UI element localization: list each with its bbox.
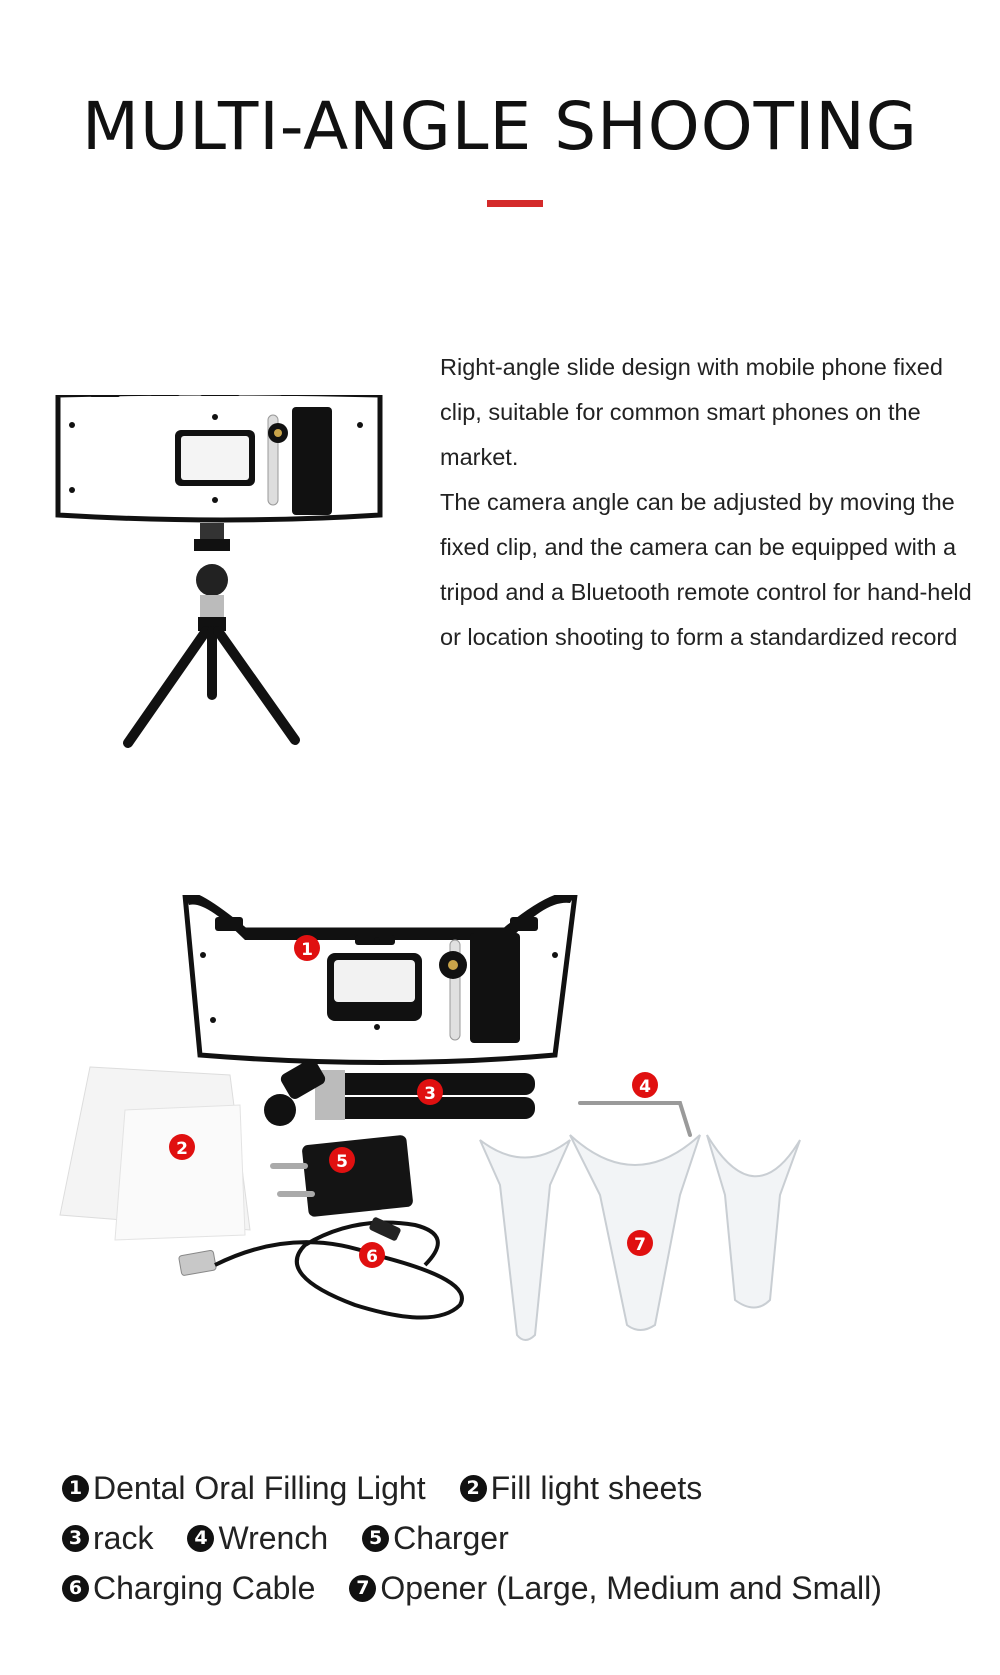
legend-item-3: 3 rack <box>62 1513 153 1563</box>
legend-number-3: 3 <box>62 1524 89 1552</box>
marker-6: 6 <box>366 1247 378 1267</box>
legend-number-7: 7 <box>349 1574 377 1602</box>
contents-legend: 1 Dental Oral Filling Light 2 Fill light… <box>62 1463 962 1613</box>
legend-item-7: 7 Opener (Large, Medium and Small) <box>349 1563 882 1613</box>
description-paragraph-2: The camera angle can be adjusted by movi… <box>440 489 972 650</box>
legend-number-5: 5 <box>362 1524 390 1552</box>
legend-row-2: 3 rack 4 Wrench 5 Charger <box>62 1513 962 1563</box>
legend-item-2: 2 Fill light sheets <box>459 1463 703 1513</box>
marker-2: 2 <box>176 1139 188 1159</box>
marker-3: 3 <box>424 1084 436 1104</box>
legend-number-6: 6 <box>62 1574 89 1602</box>
legend-number-4: 4 <box>187 1524 215 1552</box>
legend-label-3: rack <box>93 1520 154 1556</box>
legend-label-5: Charger <box>393 1520 509 1556</box>
legend-number-1: 1 <box>62 1474 89 1502</box>
legend-row-1: 1 Dental Oral Filling Light 2 Fill light… <box>62 1463 962 1513</box>
legend-label-1: Dental Oral Filling Light <box>93 1470 426 1506</box>
legend-item-4: 4 Wrench <box>187 1513 328 1563</box>
legend-item-1: 1 Dental Oral Filling Light <box>62 1463 426 1513</box>
page-title: MULTI-ANGLE SHOOTING <box>82 88 918 165</box>
legend-label-4: Wrench <box>218 1520 329 1556</box>
light-on-tripod-image <box>55 395 383 748</box>
marker-7: 7 <box>634 1235 646 1255</box>
legend-number-2: 2 <box>459 1474 487 1502</box>
marker-4: 4 <box>639 1077 651 1097</box>
marker-5: 5 <box>336 1152 348 1172</box>
package-contents-image: 1 2 3 4 5 6 7 <box>59 895 801 1341</box>
legend-label-6: Charging Cable <box>93 1570 316 1606</box>
legend-label-2: Fill light sheets <box>490 1470 703 1506</box>
legend-row-3: 6 Charging Cable 7 Opener (Large, Medium… <box>62 1563 962 1613</box>
description-paragraph-1: Right-angle slide design with mobile pho… <box>440 354 943 470</box>
title-accent-bar <box>487 200 543 207</box>
marker-1: 1 <box>301 940 313 960</box>
legend-item-6: 6 Charging Cable <box>62 1563 315 1613</box>
legend-item-5: 5 Charger <box>362 1513 509 1563</box>
product-description: Right-angle slide design with mobile pho… <box>440 345 980 660</box>
legend-label-7: Opener (Large, Medium and Small) <box>380 1570 882 1606</box>
